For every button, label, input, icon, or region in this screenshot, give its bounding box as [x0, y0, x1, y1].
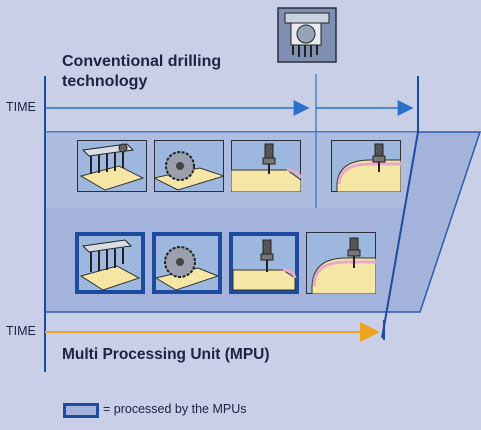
- mpu-label: Multi Processing Unit (MPU): [62, 346, 270, 363]
- legend-swatch: [63, 403, 99, 418]
- drilling-unit-icon: [75, 232, 145, 294]
- mpu-step-router-curve: [306, 232, 376, 294]
- drilling-unit-icon: [77, 140, 147, 192]
- saw-blade-icon: [154, 140, 224, 192]
- time-label-bottom: TIME: [6, 324, 36, 338]
- conventional-end-slant: [381, 131, 419, 339]
- time-label-top: TIME: [6, 100, 36, 114]
- saw-blade-icon: [152, 232, 222, 294]
- conventional-step-saw: [154, 140, 224, 192]
- mpu-step-saw: [152, 232, 222, 294]
- router-curve-icon: [331, 140, 401, 192]
- router-curve-icon: [306, 232, 376, 294]
- conventional-label: Conventional drilling technology: [62, 52, 292, 92]
- mpu-step-router-edge: [229, 232, 299, 294]
- conventional-label-line1: Conventional drilling: [62, 53, 222, 70]
- router-edge-icon: [229, 232, 299, 294]
- conventional-step-drilling: [77, 140, 147, 192]
- router-edge-icon: [231, 140, 301, 192]
- conventional-label-line2: technology: [62, 73, 148, 90]
- machine-head-icon: [277, 7, 337, 63]
- legend-text: = processed by the MPUs: [103, 402, 247, 416]
- conventional-step-router-edge: [231, 140, 301, 192]
- mpu-step-drilling: [75, 232, 145, 294]
- conventional-step-router-curve: [331, 140, 401, 192]
